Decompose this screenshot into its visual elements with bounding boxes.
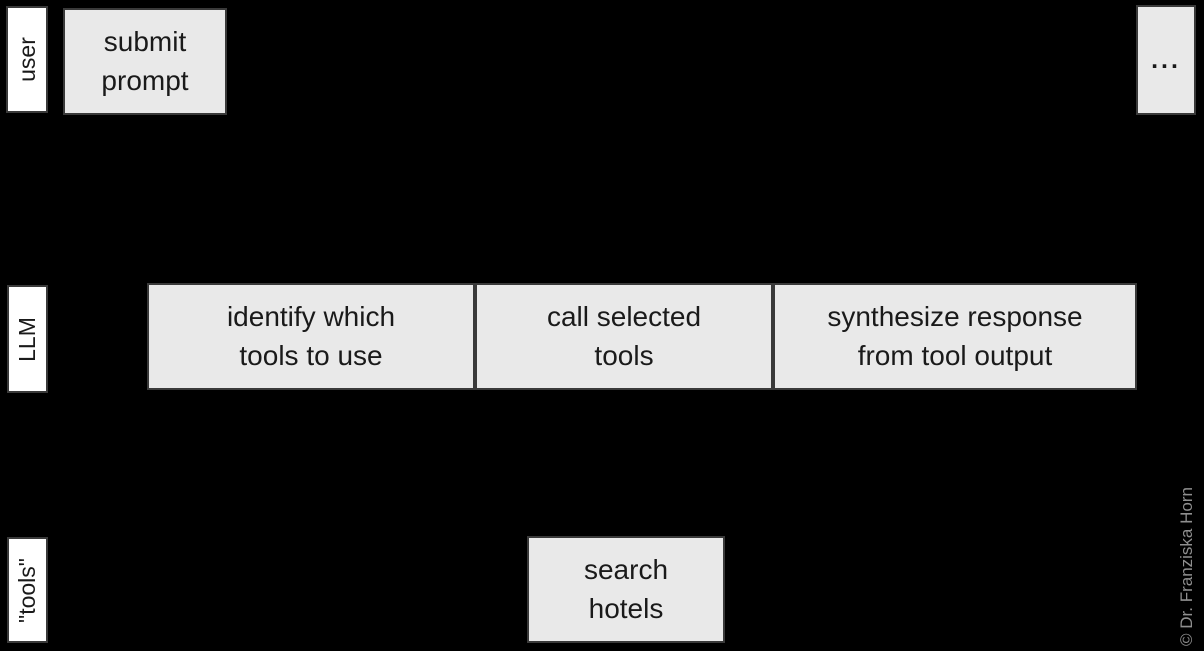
lane-label-llm: LLM xyxy=(7,285,48,393)
lane-label-user: user xyxy=(6,6,48,113)
lane-label-user-text: user xyxy=(13,37,40,82)
step-box-identify-tools: identify which tools to use xyxy=(147,283,475,390)
step-box-synthesize-response: synthesize response from tool output xyxy=(773,283,1137,390)
copyright-credit: © Dr. Franziska Horn xyxy=(1177,487,1196,646)
step-box-search-hotels: search hotels xyxy=(527,536,725,643)
step-box-submit-prompt: submit prompt xyxy=(63,8,227,115)
step-box-call-selected-tools: call selected tools xyxy=(475,283,773,390)
step-box-ellipsis: ... xyxy=(1136,5,1196,115)
lane-label-tools: "tools" xyxy=(7,537,48,643)
lane-label-tools-text: "tools" xyxy=(14,557,41,623)
lane-label-llm-text: LLM xyxy=(14,316,40,362)
